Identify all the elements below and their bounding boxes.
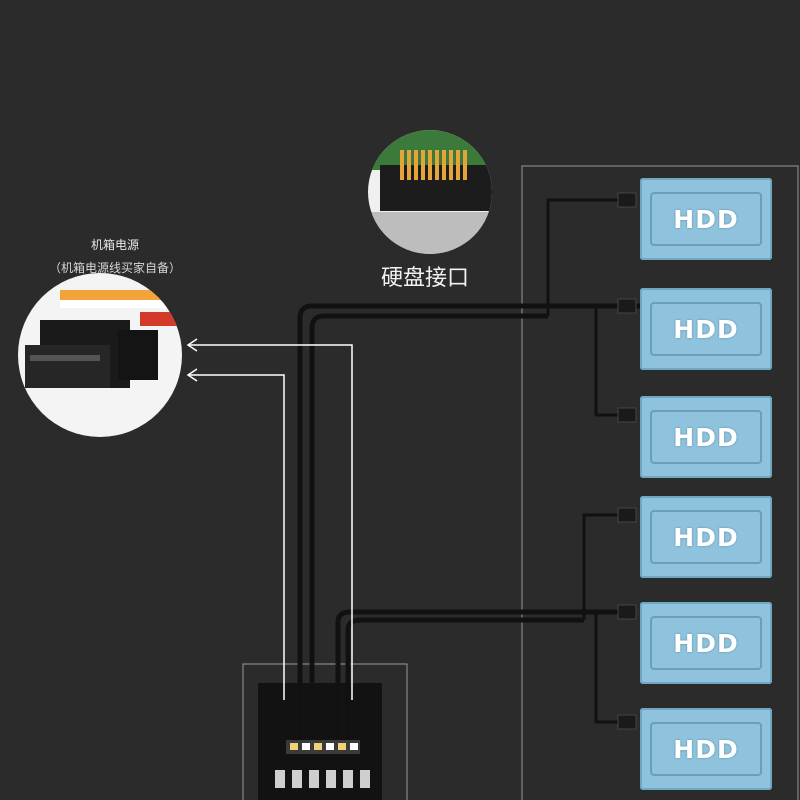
drive-connectors <box>617 192 637 730</box>
hdd-4-label: HDD <box>673 522 739 552</box>
hdd-6-label: HDD <box>673 734 739 764</box>
hdd-5-label: HDD <box>673 628 739 658</box>
psu-subtitle: （机箱电源线买家自备） <box>48 261 181 275</box>
sata-cables <box>297 303 640 740</box>
hdd-1: HDD <box>640 178 772 260</box>
psu-title: 机箱电源 <box>90 238 139 252</box>
branch-cables <box>546 198 630 724</box>
hdd-2: HDD <box>640 288 772 370</box>
hdd-1-label: HDD <box>673 204 739 234</box>
splitter-board <box>258 683 382 800</box>
psu-connector-image <box>18 273 182 437</box>
power-arrows <box>186 338 353 700</box>
hdd-2-label: HDD <box>673 314 739 344</box>
splitter-panel-frame <box>242 663 408 800</box>
hdd-5: HDD <box>640 602 772 684</box>
hdd-6: HDD <box>640 708 772 790</box>
drive-port-image <box>368 130 492 254</box>
drive-bay-frame <box>521 165 799 800</box>
hdd-4: HDD <box>640 496 772 578</box>
drive-port-label: 硬盘接口 <box>380 266 469 291</box>
hdd-3: HDD <box>640 396 772 478</box>
hdd-3-label: HDD <box>673 422 739 452</box>
